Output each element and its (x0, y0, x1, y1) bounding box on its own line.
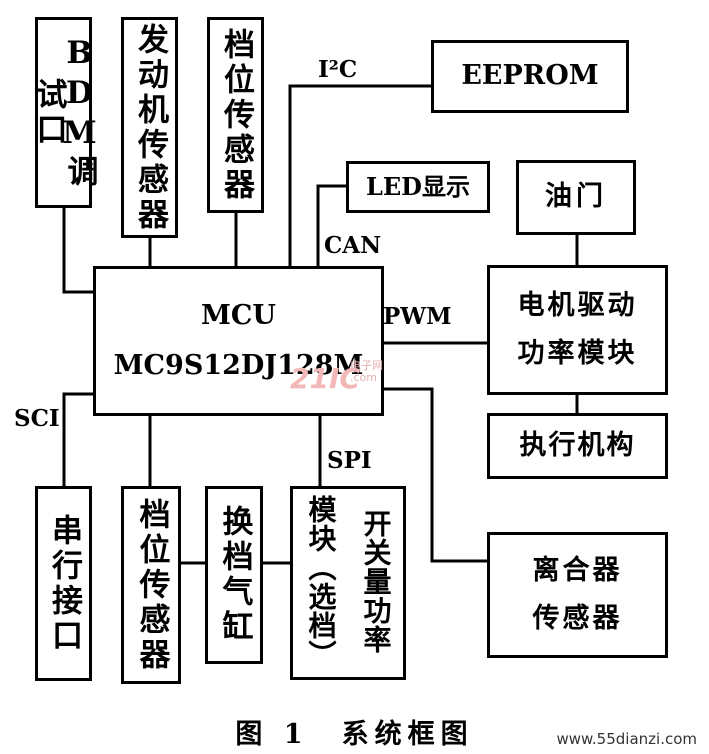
mcu-label: MCU (201, 299, 276, 331)
clutch-sensor-block: 离合器 传感器 (487, 532, 668, 658)
switch-power-module-block: 模块（选档） 开关量功率 (290, 486, 406, 680)
motor-driver-line2: 功率模块 (517, 338, 638, 369)
can-bus-label: CAN (324, 232, 382, 259)
gear-sensor-top-label: 档位传感器 (218, 27, 254, 203)
led-display-label: LED显示 (366, 171, 470, 201)
gear-sensor-bottom-label: 档位传感器 (133, 497, 170, 673)
bdm-debug-port-block: BDM调试口 (30, 17, 98, 208)
engine-sensor-label: 发动机传感器 (132, 22, 168, 233)
switch-module-col2: 开关量功率 (359, 509, 393, 654)
gear-sensor-bottom-block: 档位传感器 (121, 486, 181, 684)
figure-caption: 图 1 系统框图 (235, 719, 474, 750)
wire-i2c-eeprom (288, 84, 431, 267)
sci-bus-label: SCI (14, 405, 60, 432)
wire-can-led (316, 184, 347, 267)
eeprom-label: EEPROM (461, 60, 599, 92)
pwm-bus-label: PWM (383, 303, 452, 330)
watermark-small: 电子网 .com (350, 359, 383, 385)
wire-bdm-mcu (62, 204, 95, 294)
watermark-small-top: 电子网 (350, 359, 383, 372)
motor-driver-block: 电机驱动 功率模块 (487, 265, 668, 395)
throttle-block: 油门 (516, 160, 636, 235)
watermark-small-bottom: .com (350, 371, 377, 385)
mcu-block: MCU MC9S12DJ128M (93, 266, 384, 416)
switch-module-col1: 模块（选档） (304, 495, 338, 669)
serial-interface-block: 串行接口 (35, 486, 92, 681)
led-display-block: LED显示 (346, 161, 490, 213)
shift-cylinder-label: 换档气缸 (216, 505, 253, 645)
wire-sci-serial (62, 392, 95, 487)
clutch-sensor-line1: 离合器 (532, 554, 623, 586)
serial-interface-label: 串行接口 (46, 513, 82, 654)
gear-sensor-top-block: 档位传感器 (207, 17, 264, 213)
motor-driver-line1: 电机驱动 (517, 289, 638, 321)
engine-sensor-block: 发动机传感器 (121, 17, 178, 238)
actuator-block: 执行机构 (487, 413, 668, 479)
actuator-label: 执行机构 (519, 429, 636, 461)
source-site-watermark: www.55dianzi.com (556, 730, 697, 748)
mcu-model-label: MC9S12DJ128M (113, 350, 364, 381)
throttle-label: 油门 (545, 181, 607, 213)
wire-mcu-clutch (383, 387, 488, 563)
watermark-logo: 21IC (290, 362, 360, 395)
bdm-debug-port-label: BDM调试口 (30, 35, 98, 190)
clutch-sensor-line2: 传感器 (532, 603, 623, 634)
eeprom-block: EEPROM (431, 40, 629, 113)
spi-bus-label: SPI (327, 447, 372, 474)
i2c-bus-label: I²C (318, 56, 358, 83)
shift-cylinder-block: 换档气缸 (205, 486, 263, 664)
